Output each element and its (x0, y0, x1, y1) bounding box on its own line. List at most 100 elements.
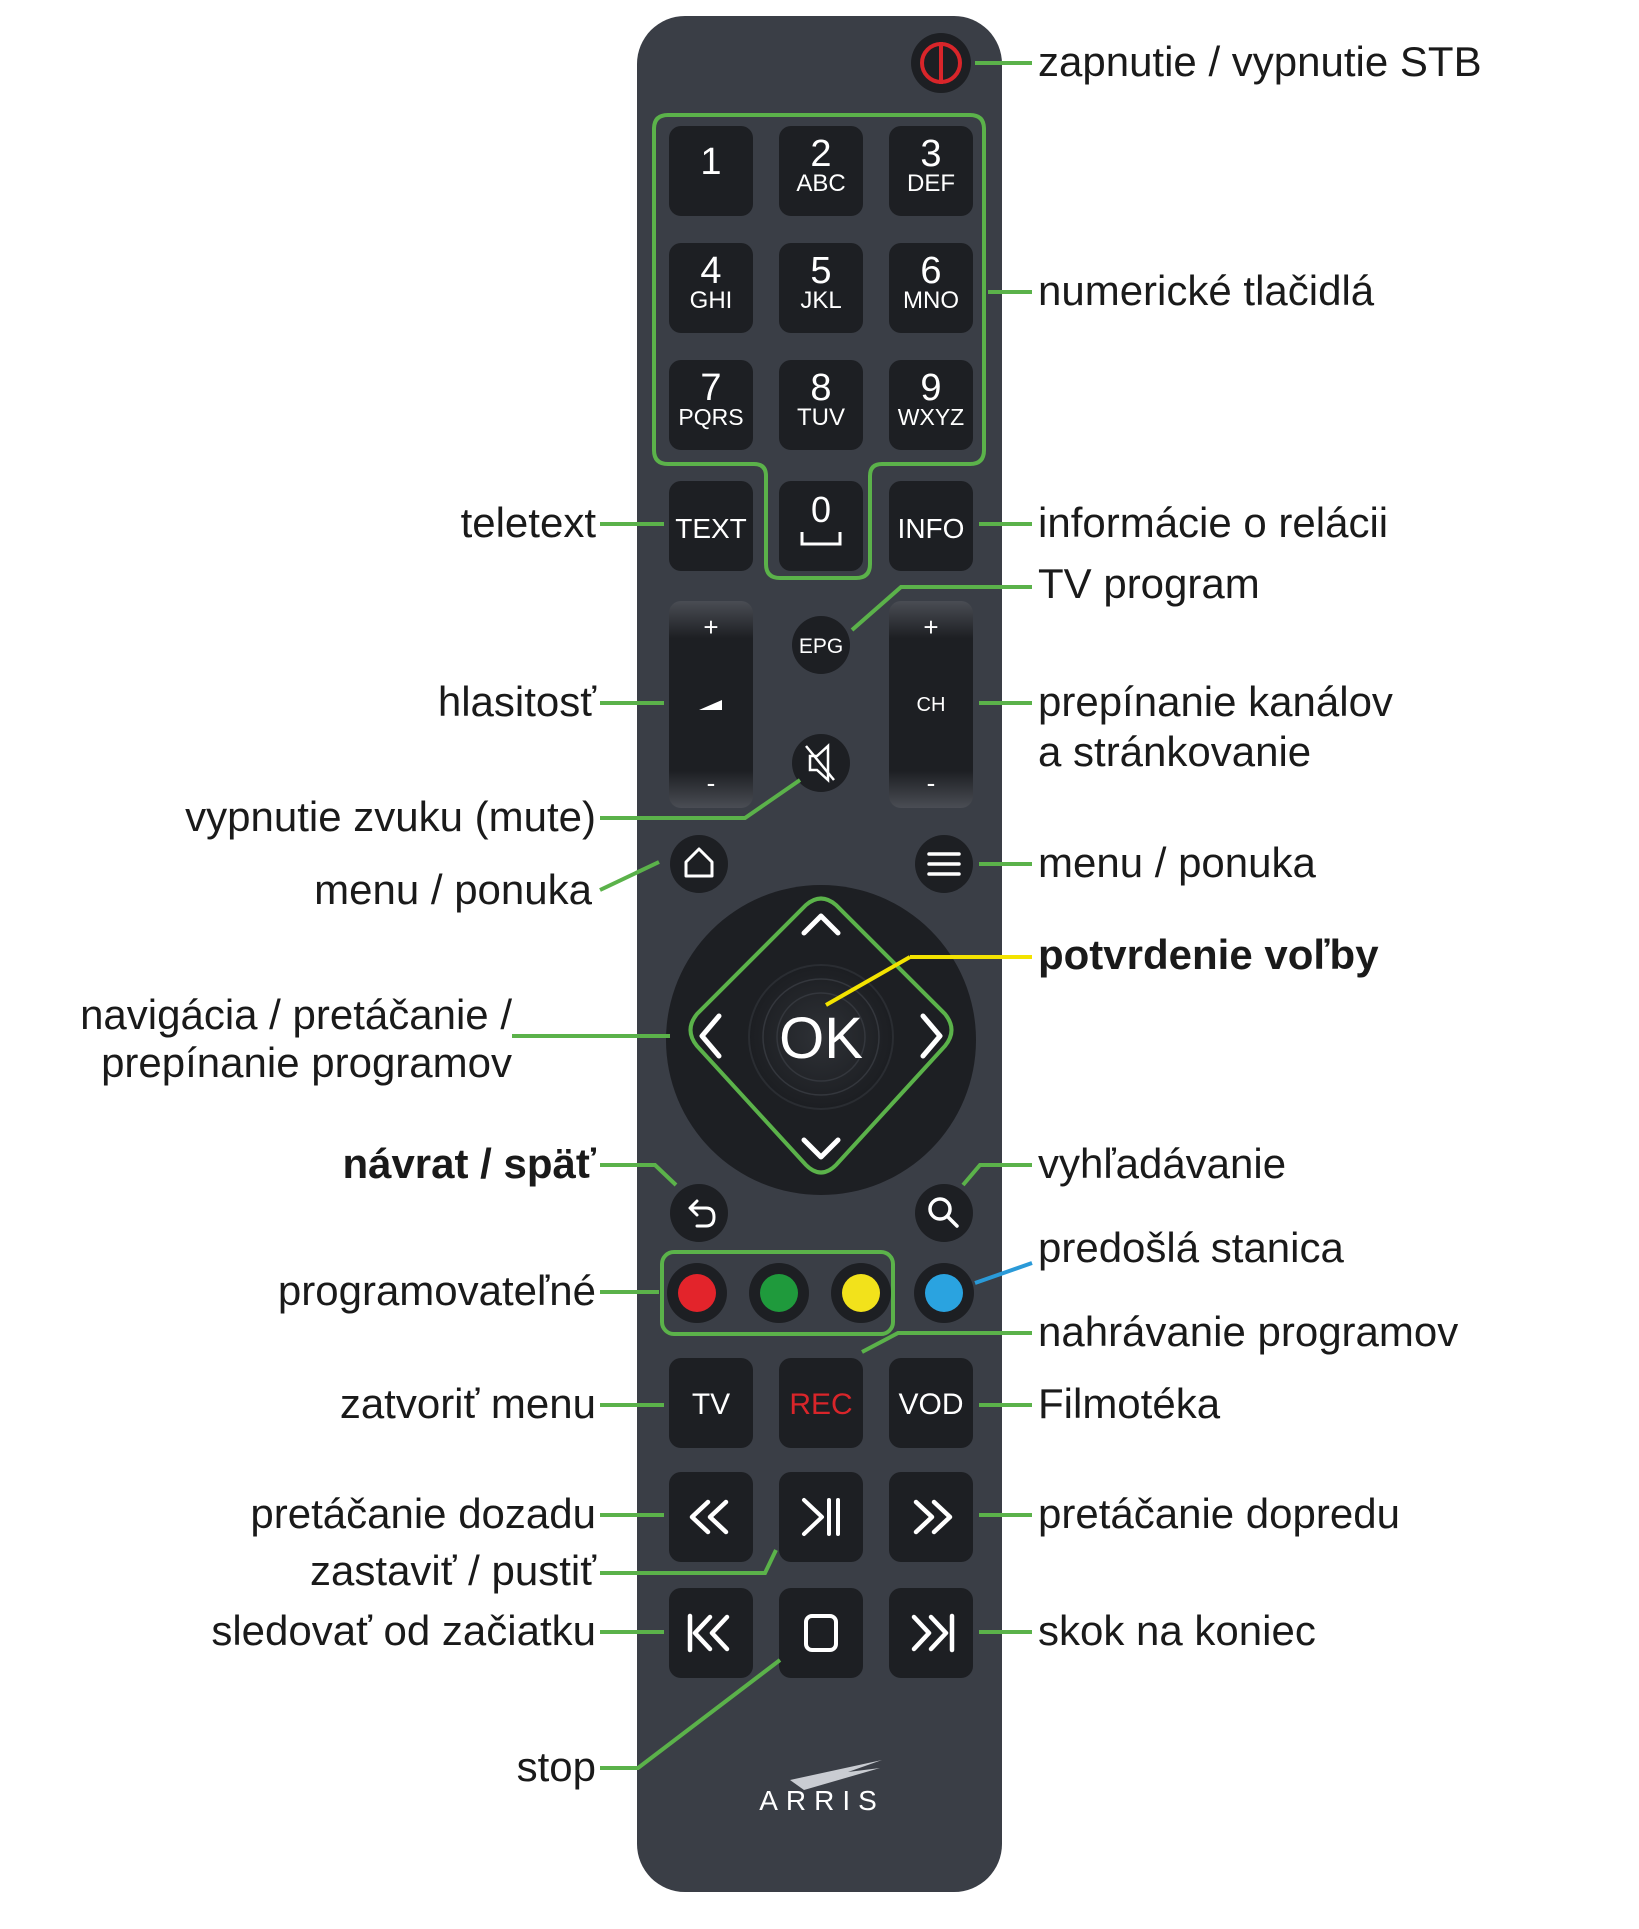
epg-button[interactable]: EPG (792, 616, 850, 674)
label-to-end: skok na koniec (1038, 1607, 1316, 1654)
back-button[interactable] (670, 1184, 728, 1242)
label-from-start: sledovať od začiatku (211, 1607, 596, 1654)
key-9-digit: 9 (920, 367, 941, 409)
key-5-letters: JKL (800, 287, 841, 314)
skip-end-button[interactable] (889, 1588, 973, 1678)
label-fast-forward: pretáčanie dopredu (1038, 1490, 1400, 1537)
key-1-digit: 1 (700, 141, 721, 183)
key-4-letters: GHI (690, 287, 733, 314)
rec-button[interactable]: REC (779, 1358, 863, 1448)
key-2-digit: 2 (810, 133, 831, 175)
red-button[interactable] (667, 1263, 727, 1323)
info-button[interactable]: INFO (889, 481, 973, 571)
rec-button-label: REC (789, 1388, 852, 1421)
programmable-group-outline (660, 1250, 895, 1336)
label-channels-line1: prepínanie kanálov (1038, 678, 1393, 725)
rewind-button[interactable] (669, 1472, 753, 1562)
blue-button[interactable] (914, 1263, 974, 1323)
key-8-letters: TUV (797, 404, 845, 431)
label-stop: stop (517, 1743, 596, 1790)
label-navigation-line1: navigácia / pretáčanie / (80, 991, 512, 1038)
power-button[interactable] (911, 33, 971, 93)
leader-lines (512, 61, 1032, 1770)
label-film-library: Filmotéka (1038, 1380, 1221, 1427)
label-volume: hlasitosť (438, 678, 597, 725)
back-arrow-icon (688, 1199, 716, 1228)
label-teletext: teletext (461, 499, 597, 546)
search-button[interactable] (915, 1184, 973, 1242)
tv-button[interactable]: TV (669, 1358, 753, 1448)
label-info: informácie o relácii (1038, 499, 1388, 546)
key-7-digit: 7 (700, 367, 721, 409)
key-7-letters: PQRS (678, 404, 743, 430)
label-back: návrat / späť (342, 1140, 596, 1187)
key-8-digit: 8 (810, 367, 831, 409)
label-programmable: programovateľné (278, 1267, 596, 1314)
volume-ramp-icon (699, 700, 722, 710)
volume-rocker[interactable]: + - (669, 601, 753, 808)
key-2-letters: ABC (796, 170, 845, 197)
power-icon (920, 42, 962, 84)
arris-logo-icon: ARRIS (759, 1760, 885, 1816)
key-0[interactable]: 0 (779, 481, 863, 571)
yellow-button[interactable] (831, 1263, 891, 1323)
channel-rocker[interactable]: + CH - (889, 601, 973, 808)
channel-label: CH (917, 694, 946, 716)
chevron-right-icon[interactable] (920, 1013, 943, 1059)
label-menu-left: menu / ponuka (314, 866, 593, 913)
skip-end-icon (911, 1613, 955, 1653)
play-pause-button[interactable] (779, 1472, 863, 1562)
menu-button[interactable] (915, 835, 973, 893)
label-confirm: potvrdenie voľby (1038, 931, 1379, 978)
text-button[interactable]: TEXT (669, 481, 753, 571)
key-6-letters: MNO (903, 287, 959, 314)
channel-minus-label: - (927, 768, 936, 798)
brand-logo-text: ARRIS (759, 1785, 885, 1816)
label-play-pause: zastaviť / pustiť (310, 1547, 597, 1594)
key-4-digit: 4 (700, 250, 721, 292)
volume-minus-label: - (707, 768, 716, 798)
skip-start-button[interactable] (669, 1588, 753, 1678)
vod-button[interactable]: VOD (889, 1358, 973, 1448)
label-search: vyhľadávanie (1038, 1140, 1286, 1187)
channel-plus-label: + (923, 612, 938, 642)
info-button-label: INFO (898, 513, 965, 544)
confirm-leader-line (825, 955, 911, 1007)
ok-button-label: OK (779, 1006, 863, 1071)
chevron-up-icon[interactable] (801, 913, 841, 936)
key-1[interactable]: 1 (669, 126, 753, 216)
green-button[interactable] (749, 1263, 809, 1323)
fast-forward-button[interactable] (889, 1472, 973, 1562)
home-button[interactable] (670, 835, 728, 893)
speaker-mute-icon (805, 743, 835, 783)
epg-button-label: EPG (799, 635, 843, 658)
home-icon (684, 847, 714, 878)
key-3-digit: 3 (920, 133, 941, 175)
label-numeric: numerické tlačidlá (1038, 267, 1375, 314)
key-9-letters: WXYZ (898, 404, 964, 430)
stop-icon (804, 1614, 838, 1652)
label-menu-right: menu / ponuka (1038, 839, 1317, 886)
stop-button[interactable] (779, 1588, 863, 1678)
key-3-letters: DEF (907, 170, 955, 197)
rewind-icon (689, 1499, 729, 1535)
key-5-digit: 5 (810, 250, 831, 292)
ok-button[interactable]: OK (748, 964, 894, 1110)
chevron-down-icon[interactable] (801, 1137, 841, 1160)
label-previous-station: predošlá stanica (1038, 1224, 1344, 1271)
chevron-left-icon[interactable] (699, 1013, 722, 1059)
mute-button[interactable] (792, 734, 850, 792)
label-close-menu: zatvoriť menu (340, 1380, 596, 1427)
label-tv-program: TV program (1038, 560, 1260, 607)
